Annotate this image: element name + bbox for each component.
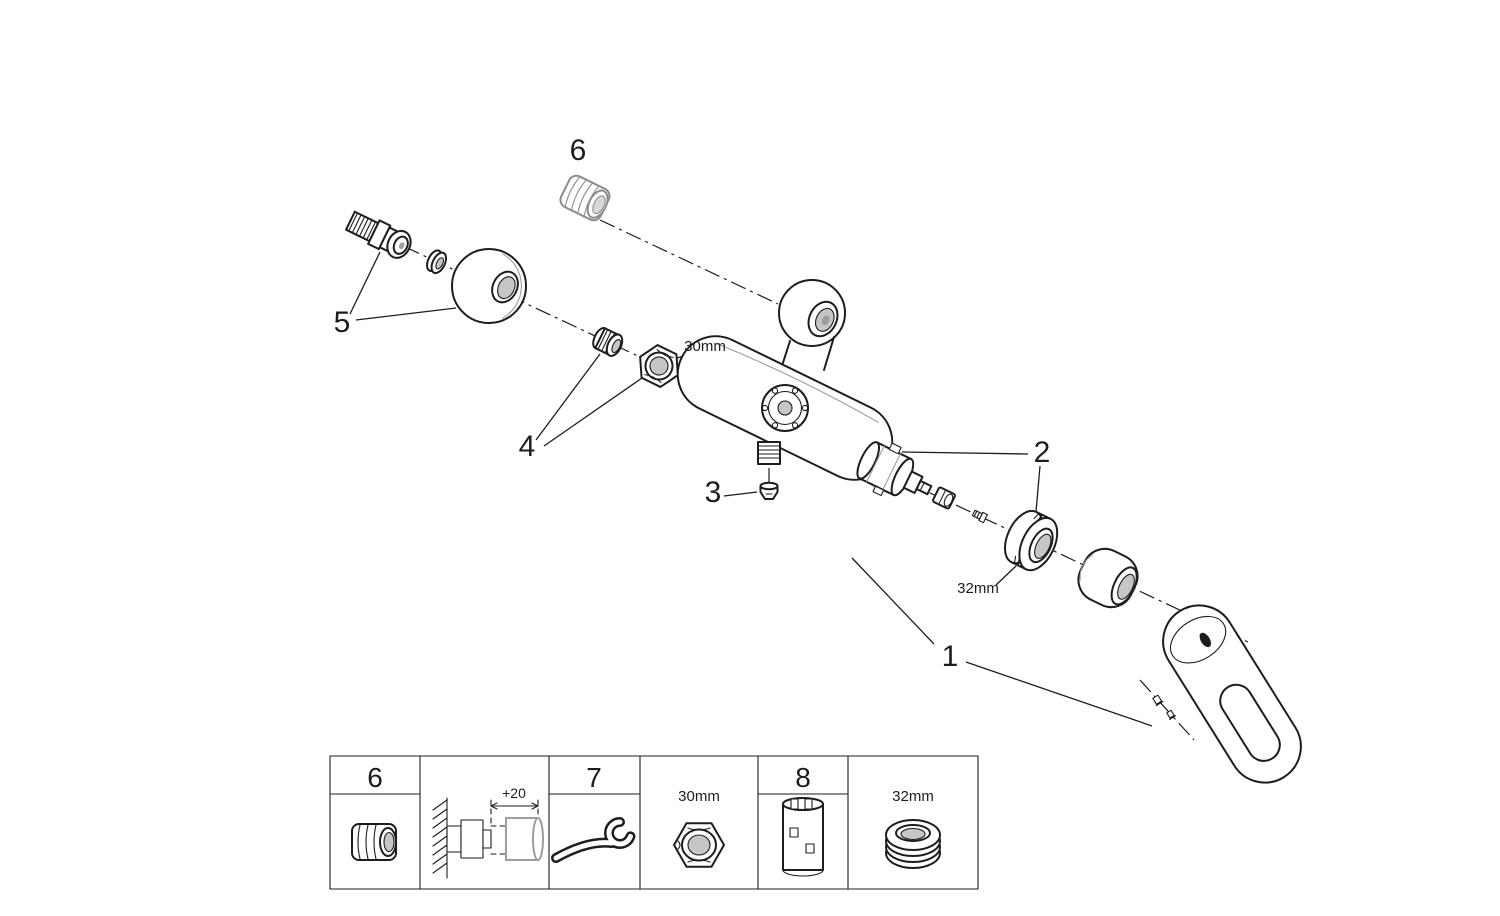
legend-wall-offset-drawing — [432, 797, 544, 879]
callout-1: 1 — [942, 640, 959, 673]
legend-wall-offset: +20 — [502, 785, 526, 801]
drain-screw — [759, 481, 779, 500]
cartridge — [856, 441, 933, 497]
handle-logo-button — [1199, 632, 1211, 648]
callout-2: 2 — [1034, 436, 1051, 469]
legend-ring-size: 32mm — [892, 788, 934, 805]
grub-screw — [971, 509, 988, 524]
handle-screw — [1152, 694, 1164, 707]
legend-label-7: 7 — [586, 762, 602, 793]
union-nut-30mm — [639, 344, 679, 388]
callout-leaders — [349, 251, 1153, 727]
cartridge-adapter — [932, 486, 956, 510]
legend-nut-size: 30mm — [678, 788, 720, 805]
legend-nut-drawing — [673, 822, 725, 868]
wall-union-fitting — [345, 210, 412, 259]
threaded-ring-32mm — [1004, 509, 1059, 572]
washer — [426, 249, 448, 275]
legend-plug-drawing — [351, 823, 397, 861]
escutcheon-rosette — [451, 248, 527, 324]
callout-labels: 5 6 4 3 2 1 30mm 32mm — [334, 134, 1051, 673]
legend-tool-drawing — [782, 797, 824, 877]
wrench-icon — [551, 817, 636, 863]
handle-cap — [1077, 547, 1139, 609]
callout-5: 5 — [334, 306, 351, 339]
faucet-body — [676, 279, 894, 481]
callout-6: 6 — [570, 134, 587, 167]
outlet-plug — [559, 174, 611, 222]
dim-30mm: 30mm — [684, 338, 726, 355]
callout-3: 3 — [705, 476, 722, 509]
legend-label-8: 8 — [795, 762, 811, 793]
legend-table: 6 7 8 30mm 32mm +20 — [329, 755, 979, 890]
legend-ring-drawing — [885, 819, 941, 869]
legend-label-6: 6 — [367, 762, 383, 793]
check-valve — [592, 327, 624, 357]
lever-handle — [1162, 604, 1302, 784]
handle-screw — [1166, 709, 1177, 720]
dim-32mm: 32mm — [957, 580, 999, 597]
callout-4: 4 — [519, 430, 536, 463]
